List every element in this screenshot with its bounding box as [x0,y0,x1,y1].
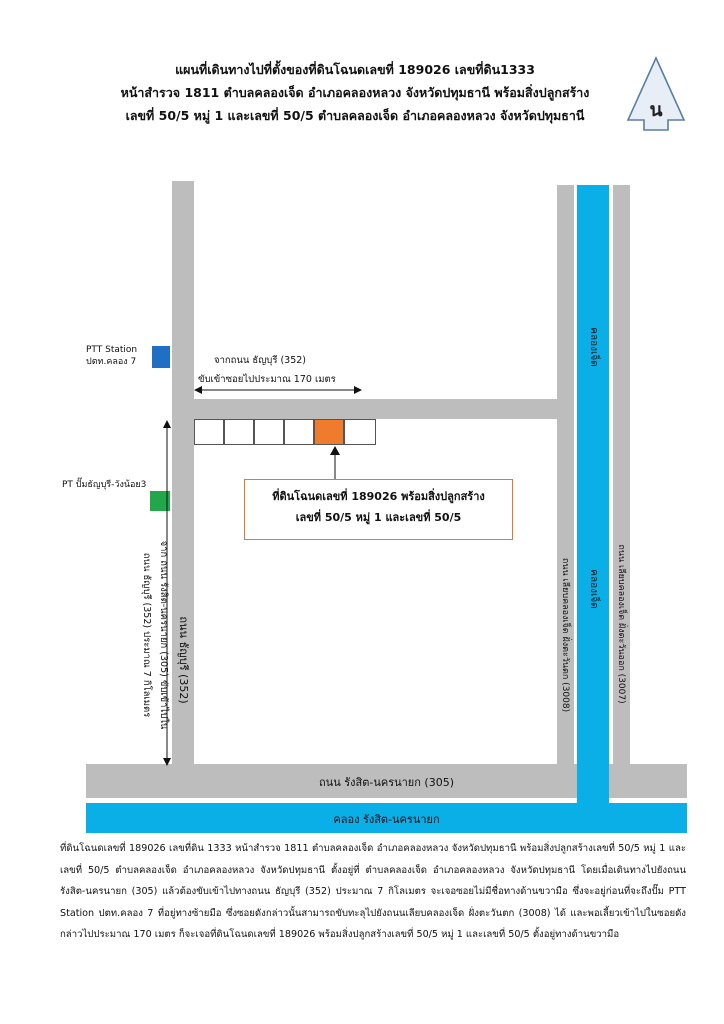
title-line-1: แผนที่เดินทางไปที่ตั้งของที่ดินโฉนดเลขที… [175,62,535,77]
road-distance-arrow [163,420,171,766]
plot-2 [224,419,254,445]
soi-distance-arrow [194,386,362,394]
road-east-canal-3007 [613,185,630,766]
soi-distance-line-2: ขับเข้าซอยไปประมาณ 170 เมตร [198,374,336,385]
title-line-2: หน้าสำรวจ 1811 ตำบลคลองเจ็ด อำเภอคลองหลว… [120,85,590,100]
canal-khlong-7-label-top: คลองเจ็ด [588,327,599,367]
pt-station-label: PT ปั๊มธัญบุรี-วังน้อย3 [62,480,147,490]
road-distance-line-1: จาก ถนน รังสิต-นครนายก (305) ขับเข้าไปใน [158,540,169,730]
canal-rangsit [86,803,687,833]
road-distance-label: จาก ถนน รังสิต-นครนายก (305) ขับเข้าไปใน… [132,455,172,815]
soi-distance-line-1: จากถนน ธัญบุรี (352) [214,355,307,366]
plot-1 [194,419,224,445]
callout-arrow [330,446,340,480]
road-west-canal-3008 [557,185,574,766]
pt-station-marker [150,491,170,511]
ptt-station-label: PTT Station ปตท.คลอง 7 [86,344,137,368]
route-description: ที่ดินโฉนดเลขที่ 189026 เลขที่ดิน 1333 ห… [60,838,686,946]
north-arrow-icon: น [626,56,686,131]
callout-line-1: ที่ดินโฉนดเลขที่ 189026 พร้อมสิ่งปลูกสร้… [272,490,485,503]
title-line-3: เลขที่ 50/5 หมู่ 1 และเลขที่ 50/5 ตำบลคล… [125,108,585,123]
road-thanyaburi-label: ถนน ธัญบุรี (352) [177,616,190,704]
road-rangsit-label: ถนน รังสิต-นครนายก (305) [319,776,454,789]
road-west-canal-label: ถนน เลียบคลองเจ็ด ฝั่งตะวันตก (3008) [560,557,570,713]
callout-line-2: เลขที่ 50/5 หมู่ 1 และเลขที่ 50/5 [295,511,462,524]
plot-target [314,419,344,445]
ptt-station-marker [152,346,170,368]
route-description-text: ที่ดินโฉนดเลขที่ 189026 เลขที่ดิน 1333 ห… [60,843,686,940]
plot-3 [254,419,284,445]
canal-rangsit-label: คลอง รังสิต-นครนายก [333,813,440,826]
canal-khlong-7-label-mid: คลองเจ็ด [588,569,599,609]
road-thanyaburi-352 [172,181,194,766]
property-callout: ที่ดินโฉนดเลขที่ 189026 พร้อมสิ่งปลูกสร้… [244,479,513,540]
north-letter: น [650,99,663,121]
plot-4 [284,419,314,445]
plot-6 [344,419,376,445]
road-east-canal-label: ถนน เลียบคลองเจ็ด ฝั่งตะวันออก (3007) [616,544,626,704]
ptt-station-line-2: ปตท.คลอง 7 [86,357,137,367]
road-soi [194,399,558,419]
road-distance-line-2: ถนน ธัญบุรี (352) ประมาณ 7 กิโลเมตร [141,552,152,718]
ptt-station-line-1: PTT Station [86,345,138,355]
map-title: แผนที่เดินทางไปที่ตั้งของที่ดินโฉนดเลขที… [70,58,640,127]
canal-khlong-7 [577,185,609,831]
